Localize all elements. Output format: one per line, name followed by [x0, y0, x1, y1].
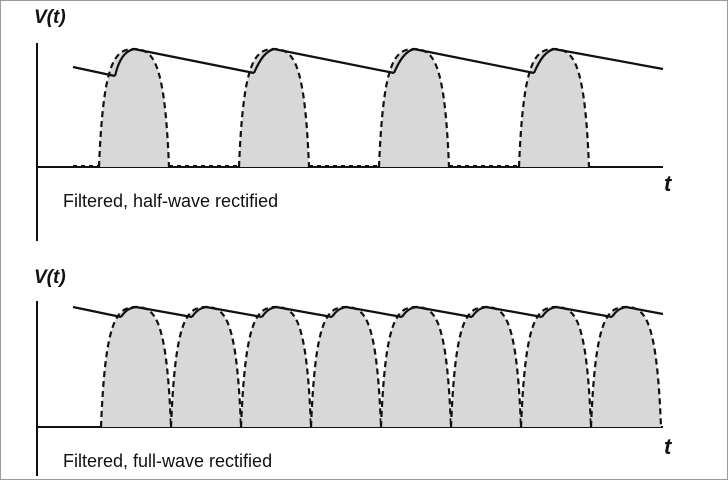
- panel1-ripple-segment: [72, 65, 116, 78]
- panel2-x-axis-label: t: [664, 434, 672, 459]
- panel1-pulse-fill: [239, 49, 309, 167]
- panel2-ripple-rise: [471, 305, 487, 318]
- panel2-ripple-segment: [555, 305, 613, 319]
- panel2-ripple-segment: [415, 305, 473, 319]
- panel1-pulse-fill: [99, 49, 169, 167]
- panel2-ripple-rise: [541, 305, 557, 318]
- panel2-ripple-segment: [485, 305, 543, 319]
- panel2-ripple-segment: [625, 305, 664, 316]
- panel2-pulse-fill: [311, 307, 381, 427]
- panel1-ripple-segment: [553, 47, 664, 71]
- panel2-y-axis-label: V(t): [34, 267, 66, 288]
- panel2-pulse-fill: [451, 307, 521, 427]
- panel2-ripple-segment: [275, 305, 333, 319]
- panel2-ripple-rise: [261, 305, 277, 318]
- panel1-x-axis-label: t: [664, 171, 672, 196]
- panel2-pulse-fill: [591, 307, 661, 427]
- panel2-ripple-segment: [345, 305, 403, 319]
- panel1-y-axis-label: V(t): [34, 7, 66, 28]
- panel1-pulse-fill: [379, 49, 449, 167]
- panel2-pulse-fill: [521, 307, 591, 427]
- panel2-ripple-rise: [331, 305, 347, 318]
- panel1-pulse-fill: [519, 49, 589, 167]
- panel2-pulse-fill: [241, 307, 311, 427]
- panel1-caption: Filtered, half-wave rectified: [63, 191, 279, 211]
- panel2-pulse-fill: [171, 307, 241, 427]
- panel1-ripple-rise: [113, 47, 135, 77]
- panel2-ripple-rise: [401, 305, 417, 318]
- panel1-ripple-segment: [273, 47, 395, 75]
- panel1-ripple-segment: [413, 47, 535, 75]
- panel2-pulse-fill: [101, 307, 171, 427]
- panel2-ripple-segment: [205, 305, 263, 319]
- panel1-ripple-rise: [252, 47, 275, 74]
- panel2-ripple-rise: [120, 305, 137, 318]
- panel1-ripple-rise: [532, 47, 555, 74]
- panel2-pulse-fill: [381, 307, 451, 427]
- panel2-ripple-segment: [72, 305, 122, 319]
- panel1-ripple-rise: [392, 47, 415, 74]
- panel2-caption: Filtered, full-wave rectified: [63, 451, 273, 471]
- panel1-ripple-segment: [133, 47, 255, 75]
- panel2-ripple-rise: [191, 305, 207, 318]
- panel2-ripple-segment: [135, 305, 193, 319]
- panel2-ripple-rise: [611, 305, 627, 318]
